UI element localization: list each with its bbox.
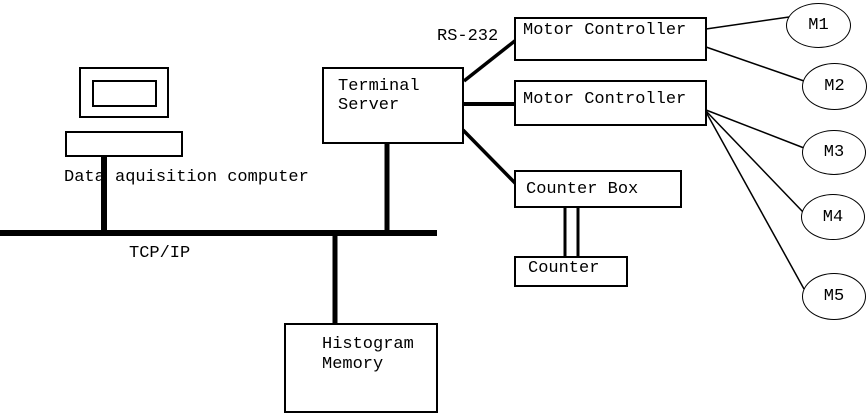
motor-m1-node: M1 <box>786 3 851 48</box>
motor-m3-node: M3 <box>802 130 866 175</box>
motor-controller-2-label: Motor Controller <box>523 90 687 109</box>
edge-terminal-server-counter-box <box>461 128 519 187</box>
edge-motor-controller-2-m5 <box>705 111 805 290</box>
data-acquisition-computer-label: Data aquisition computer <box>64 168 309 187</box>
counter-box-label: Counter Box <box>526 180 639 199</box>
motor-controller-2-node: Motor Controller <box>514 80 707 126</box>
histogram-memory-node: Histogram Memory <box>284 323 438 413</box>
edge-motor-controller-2-m3 <box>705 109 805 149</box>
computer-screen-icon <box>92 80 157 107</box>
edge-motor-controller-1-m2 <box>705 46 805 82</box>
motor-m3-label: M3 <box>823 143 845 162</box>
counter-node: Counter <box>514 256 628 287</box>
edge-terminal-server-motor-controller-1 <box>462 38 518 83</box>
computer-keyboard-icon <box>65 131 183 157</box>
motor-m2-node: M2 <box>802 63 867 110</box>
motor-m1-label: M1 <box>808 16 829 35</box>
motor-controller-1-label: Motor Controller <box>523 21 687 40</box>
rs-232-label: RS-232 <box>437 27 499 46</box>
histogram-memory-label: Histogram Memory <box>322 335 414 374</box>
computer-monitor-icon <box>79 67 169 118</box>
motor-controller-1-node: Motor Controller <box>514 17 707 61</box>
motor-m4-node: M4 <box>801 194 865 240</box>
terminal-server-node: Terminal Server <box>322 67 464 144</box>
motor-m5-node: M5 <box>802 273 866 320</box>
motor-m2-label: M2 <box>824 77 845 96</box>
edge-motor-controller-2-m4 <box>705 110 804 213</box>
edge-motor-controller-1-m1 <box>705 16 790 30</box>
counter-box-node: Counter Box <box>514 170 682 208</box>
motor-m5-label: M5 <box>823 287 845 306</box>
tcp-ip-bus-label: TCP/IP <box>129 244 191 263</box>
motor-m4-label: M4 <box>822 207 844 227</box>
counter-label: Counter <box>528 259 600 278</box>
terminal-server-label: Terminal Server <box>338 77 420 115</box>
